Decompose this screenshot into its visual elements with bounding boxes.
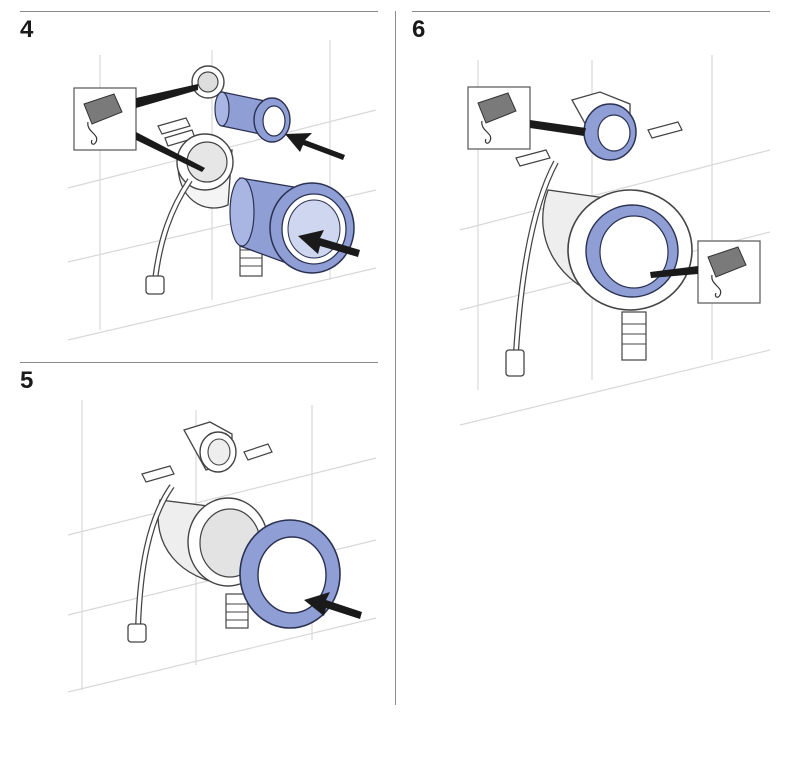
panel-divider xyxy=(395,11,396,705)
geberit-tag-icon xyxy=(697,240,761,304)
geberit-tag-icon xyxy=(467,86,531,150)
hose-end-icon xyxy=(145,275,165,295)
step-number-4: 4 xyxy=(20,16,34,43)
large-sleeve-part xyxy=(229,177,355,274)
connector-icon xyxy=(225,593,249,629)
panel-4-wall-grid xyxy=(67,40,377,341)
panel-6-top-rule xyxy=(412,11,770,12)
arrow-icon xyxy=(298,230,360,257)
installed-sleeve-seal xyxy=(567,189,693,311)
geberit-tag-icon xyxy=(73,87,137,151)
panel-5-top-rule xyxy=(20,362,378,363)
connector-icon xyxy=(621,311,647,361)
arrow-icon xyxy=(285,133,345,160)
installed-pipe-collar xyxy=(583,103,637,161)
step-number-5: 5 xyxy=(20,367,34,394)
panel-6-illustration xyxy=(459,55,771,426)
hose-end-icon xyxy=(505,349,525,377)
small-pipe-part xyxy=(214,91,291,143)
panel-4-illustration xyxy=(67,40,377,341)
hose-end-icon xyxy=(127,623,147,643)
step-number-6: 6 xyxy=(412,16,426,43)
panel-5-illustration xyxy=(67,400,377,693)
panel-4-top-rule xyxy=(20,11,378,12)
arrow-icon xyxy=(304,592,362,619)
